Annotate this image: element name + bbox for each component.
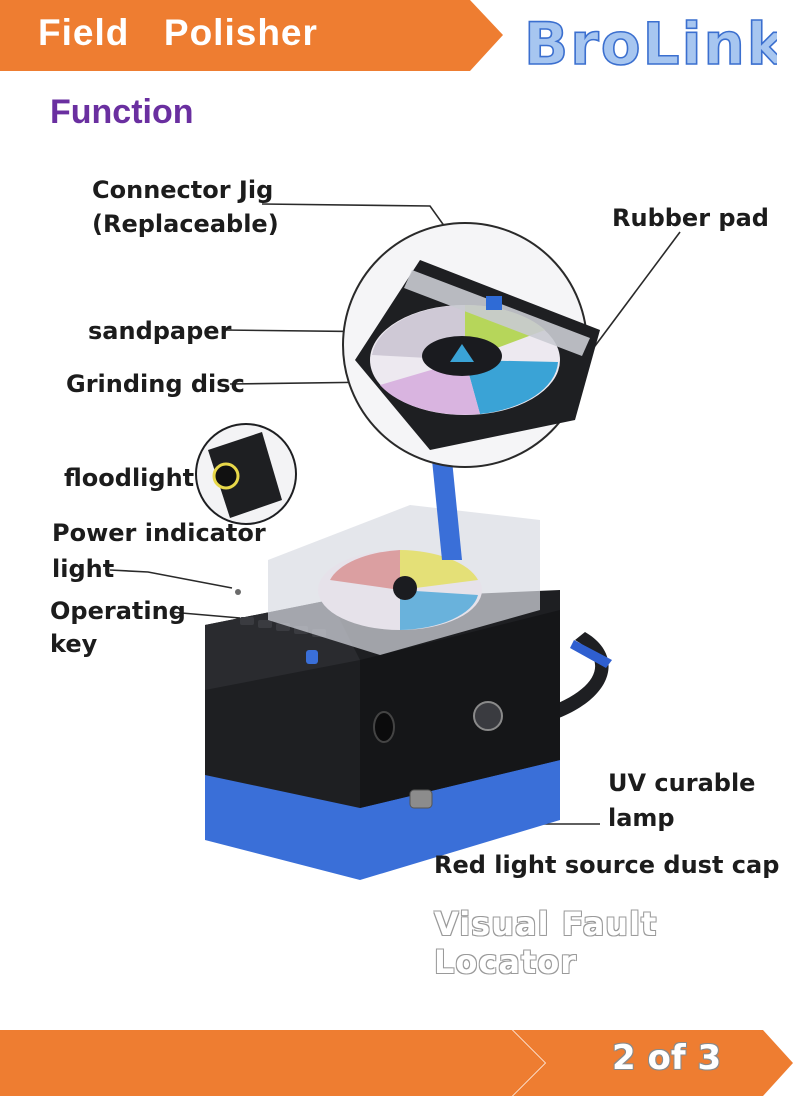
- label-grinding-disc: Grinding disc: [66, 370, 245, 398]
- label-operating-key: Operating: [50, 597, 186, 625]
- label-dust-cap: Red light source dust cap: [434, 851, 780, 879]
- floodlight-lamp: [212, 462, 240, 490]
- jig-connector: [486, 296, 502, 310]
- label-sandpaper: sandpaper: [88, 317, 232, 345]
- footer-bar: [0, 1030, 545, 1096]
- leader-rubber-pad: [591, 231, 681, 351]
- strap-knob: [473, 701, 503, 731]
- brand-logo-text: BroLink: [524, 10, 777, 76]
- fiber-cable: [432, 460, 462, 560]
- power-indicator-dot: [235, 589, 241, 595]
- leader-operating-key: [169, 611, 241, 619]
- label-rubber-pad: Rubber pad: [612, 204, 769, 232]
- strap-accent: [570, 640, 612, 668]
- section-title: Function: [50, 93, 194, 131]
- device-side: [360, 610, 560, 808]
- connector-jig: [404, 270, 590, 356]
- brand-logo: BroLink: [523, 9, 777, 76]
- header-title: Field Polisher: [38, 12, 318, 53]
- device-base: [205, 755, 560, 880]
- label-floodlight: floodlight: [64, 464, 195, 492]
- footer-page-tab: [513, 1030, 793, 1096]
- dust-cap: [409, 789, 433, 809]
- label-uv-lamp-sub: lamp: [608, 804, 675, 832]
- label-connector-jig-sub: (Replaceable): [92, 210, 279, 238]
- page-indicator: 2 of 3: [612, 1038, 722, 1078]
- uv-lamp-hole: [373, 711, 395, 743]
- label-connector-jig: Connector Jig: [92, 176, 274, 204]
- header-banner: [0, 0, 503, 71]
- label-power-indicator: Power indicator: [52, 519, 266, 547]
- vfl-caption: Visual Fault Locator: [434, 905, 658, 981]
- label-power-indicator-sub: light: [52, 555, 115, 583]
- leader-power-indicator: [109, 569, 233, 589]
- label-uv-lamp: UV curable: [608, 769, 756, 797]
- blue-key: [306, 650, 318, 664]
- label-operating-key-sub: key: [50, 630, 98, 658]
